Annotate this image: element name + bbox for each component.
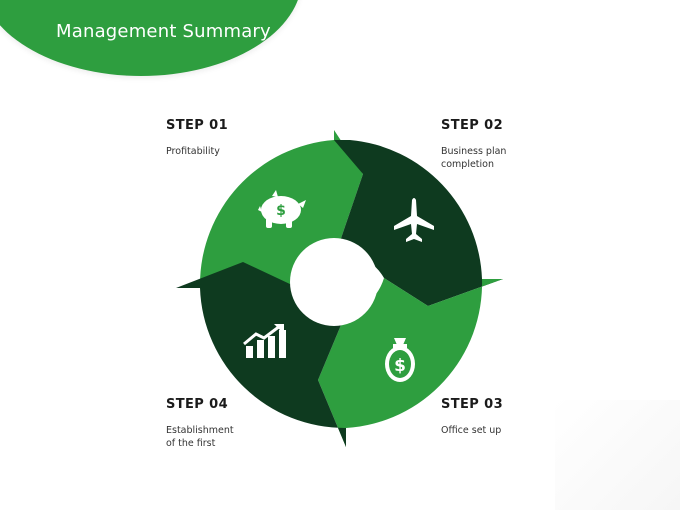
step-01-title: STEP 01 (166, 118, 229, 133)
step-02-description: Business plan completion (441, 146, 507, 170)
center-hole (290, 238, 378, 326)
step-03-description: Office set up (441, 425, 502, 436)
step-01-description: Profitability (166, 146, 220, 157)
step-02-title: STEP 02 (441, 118, 504, 133)
step-03-title: STEP 03 (441, 397, 504, 412)
step-04-description: Establishment of the first (166, 425, 234, 449)
step-04-title: STEP 04 (166, 397, 229, 412)
piggy-bank-icon: $ (258, 190, 306, 228)
money-bag-icon: $ (385, 338, 415, 382)
corner-shade (555, 400, 680, 510)
airplane-icon (394, 198, 434, 242)
step-01: STEP 01 Profitability (166, 118, 228, 158)
growth-chart-icon (243, 324, 286, 358)
step-02: STEP 02 Business plan completion (441, 118, 506, 171)
svg-text:$: $ (276, 203, 286, 219)
step-04: STEP 04 Establishment of the first (166, 397, 234, 450)
page-title: Management Summary (56, 21, 271, 42)
step-03: STEP 03 Office set up (441, 397, 503, 437)
svg-text:$: $ (394, 356, 406, 376)
